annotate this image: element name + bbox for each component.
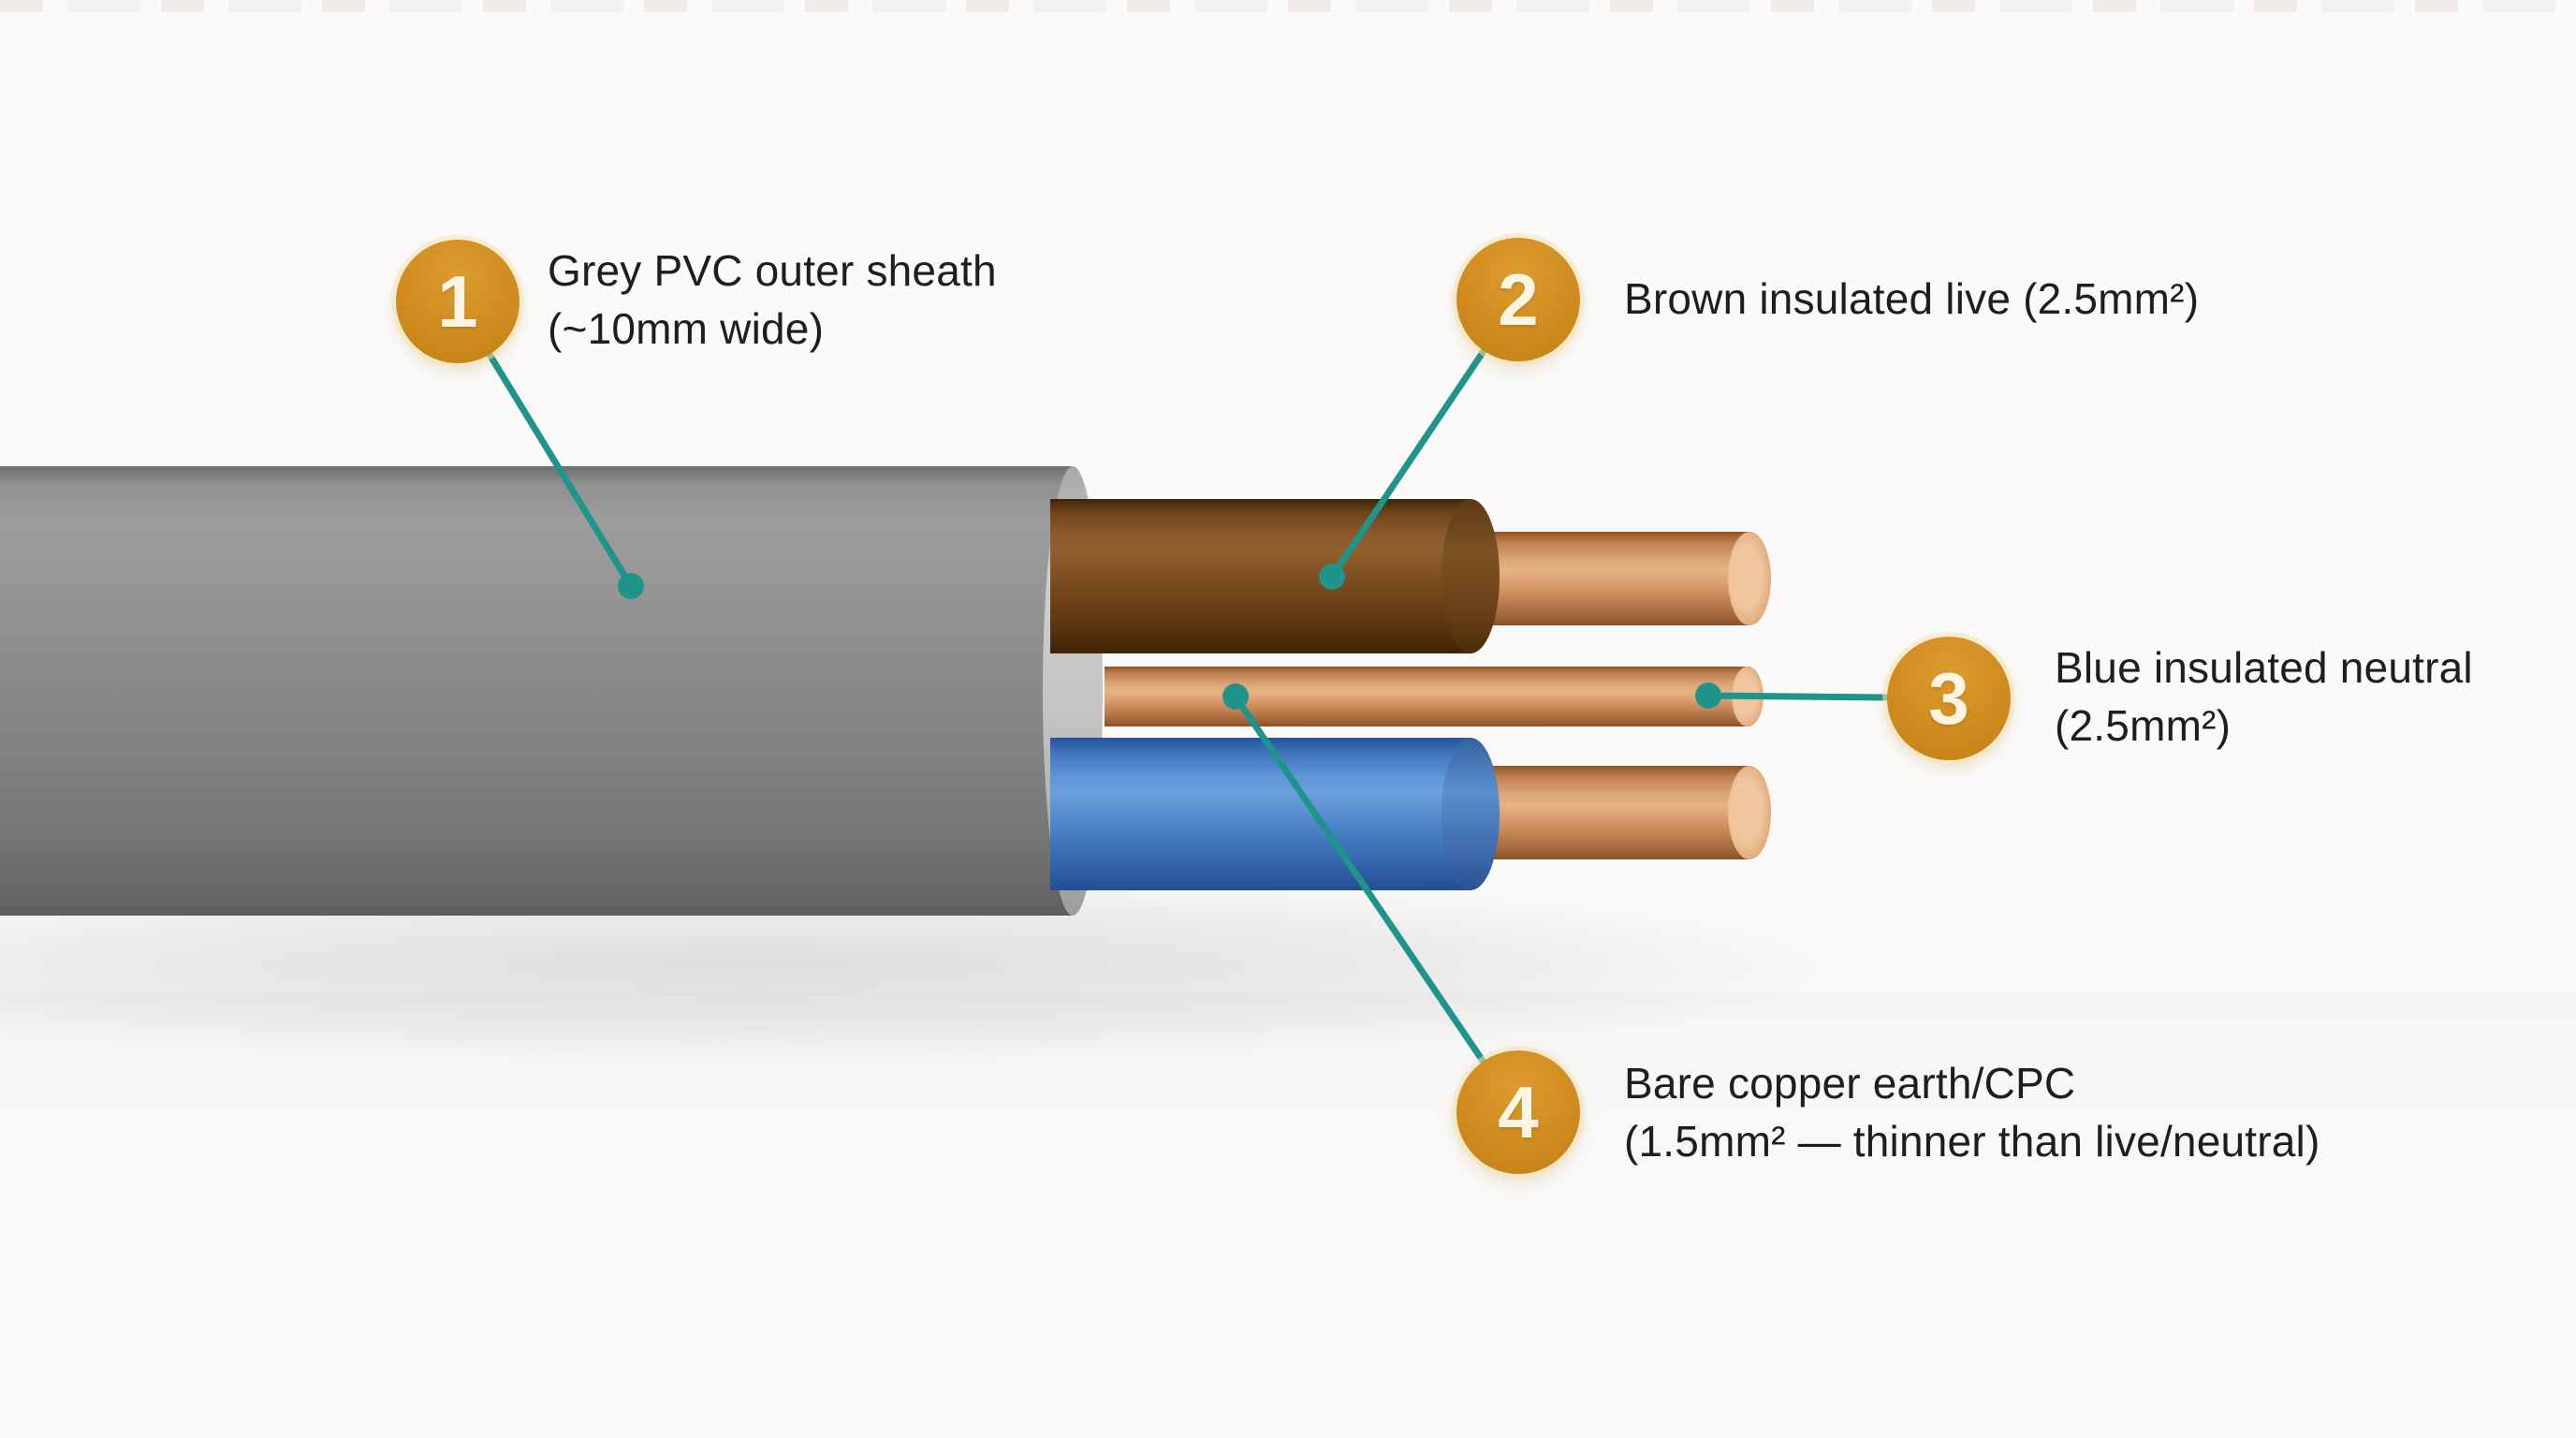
callout-badge-4: 4 — [1456, 1050, 1580, 1174]
callout-label-3: Blue insulated neutral (2.5mm²) — [2055, 638, 2473, 755]
callout-label-2: Brown insulated live (2.5mm²) — [1624, 270, 2199, 328]
neutral-conductor-tip — [1728, 766, 1771, 859]
live-conductor-tip — [1728, 532, 1771, 625]
callout-label-1: Grey PVC outer sheath (~10mm wide) — [548, 242, 997, 358]
leader-dot-2 — [1319, 564, 1345, 590]
callout-label-1-line1: Grey PVC outer sheath — [548, 246, 997, 295]
leader-line-3 — [1705, 692, 1890, 701]
badge-number-4: 4 — [1498, 1071, 1539, 1153]
leader-line-2 — [1328, 347, 1487, 580]
leader-dot-3 — [1695, 682, 1721, 709]
callout-label-4-line2: (1.5mm² — thinner than live/neutral) — [1624, 1117, 2320, 1166]
leader-line-1 — [485, 349, 635, 590]
neutral-copper-conductor — [1479, 766, 1750, 859]
background-wash — [0, 992, 2576, 1438]
callout-label-4: Bare copper earth/CPC (1.5mm² — thinner … — [1624, 1054, 2320, 1170]
callout-label-1-line2: (~10mm wide) — [548, 304, 825, 353]
neutral-wire-blue-insulation — [1050, 738, 1471, 890]
badge-number-1: 1 — [437, 260, 478, 343]
live-wire-brown-insulation — [1050, 499, 1471, 653]
callout-label-2-line1: Brown insulated live (2.5mm²) — [1624, 274, 2200, 323]
bare-copper-earth-conductor — [1105, 667, 1750, 726]
leader-dot-1 — [618, 573, 644, 599]
top-edge-artifact — [0, 0, 2576, 12]
callout-label-3-line1: Blue insulated neutral — [2055, 643, 2473, 692]
grey-outer-sheath — [0, 466, 1073, 916]
callout-badge-1: 1 — [396, 240, 520, 363]
live-insulation-end-cap — [1442, 499, 1500, 653]
badge-number-2: 2 — [1498, 258, 1539, 341]
callout-label-3-line2: (2.5mm²) — [2055, 701, 2232, 750]
callout-label-4-line1: Bare copper earth/CPC — [1624, 1059, 2076, 1108]
neutral-insulation-end-cap — [1442, 738, 1500, 890]
callout-badge-2: 2 — [1456, 238, 1580, 361]
live-copper-conductor — [1479, 532, 1750, 625]
leader-dot-4 — [1222, 683, 1249, 710]
callout-badge-3: 3 — [1887, 637, 2011, 760]
cable-drop-shadow — [0, 889, 1872, 1063]
badge-number-3: 3 — [1928, 657, 1969, 740]
leader-line-4 — [1232, 693, 1486, 1064]
